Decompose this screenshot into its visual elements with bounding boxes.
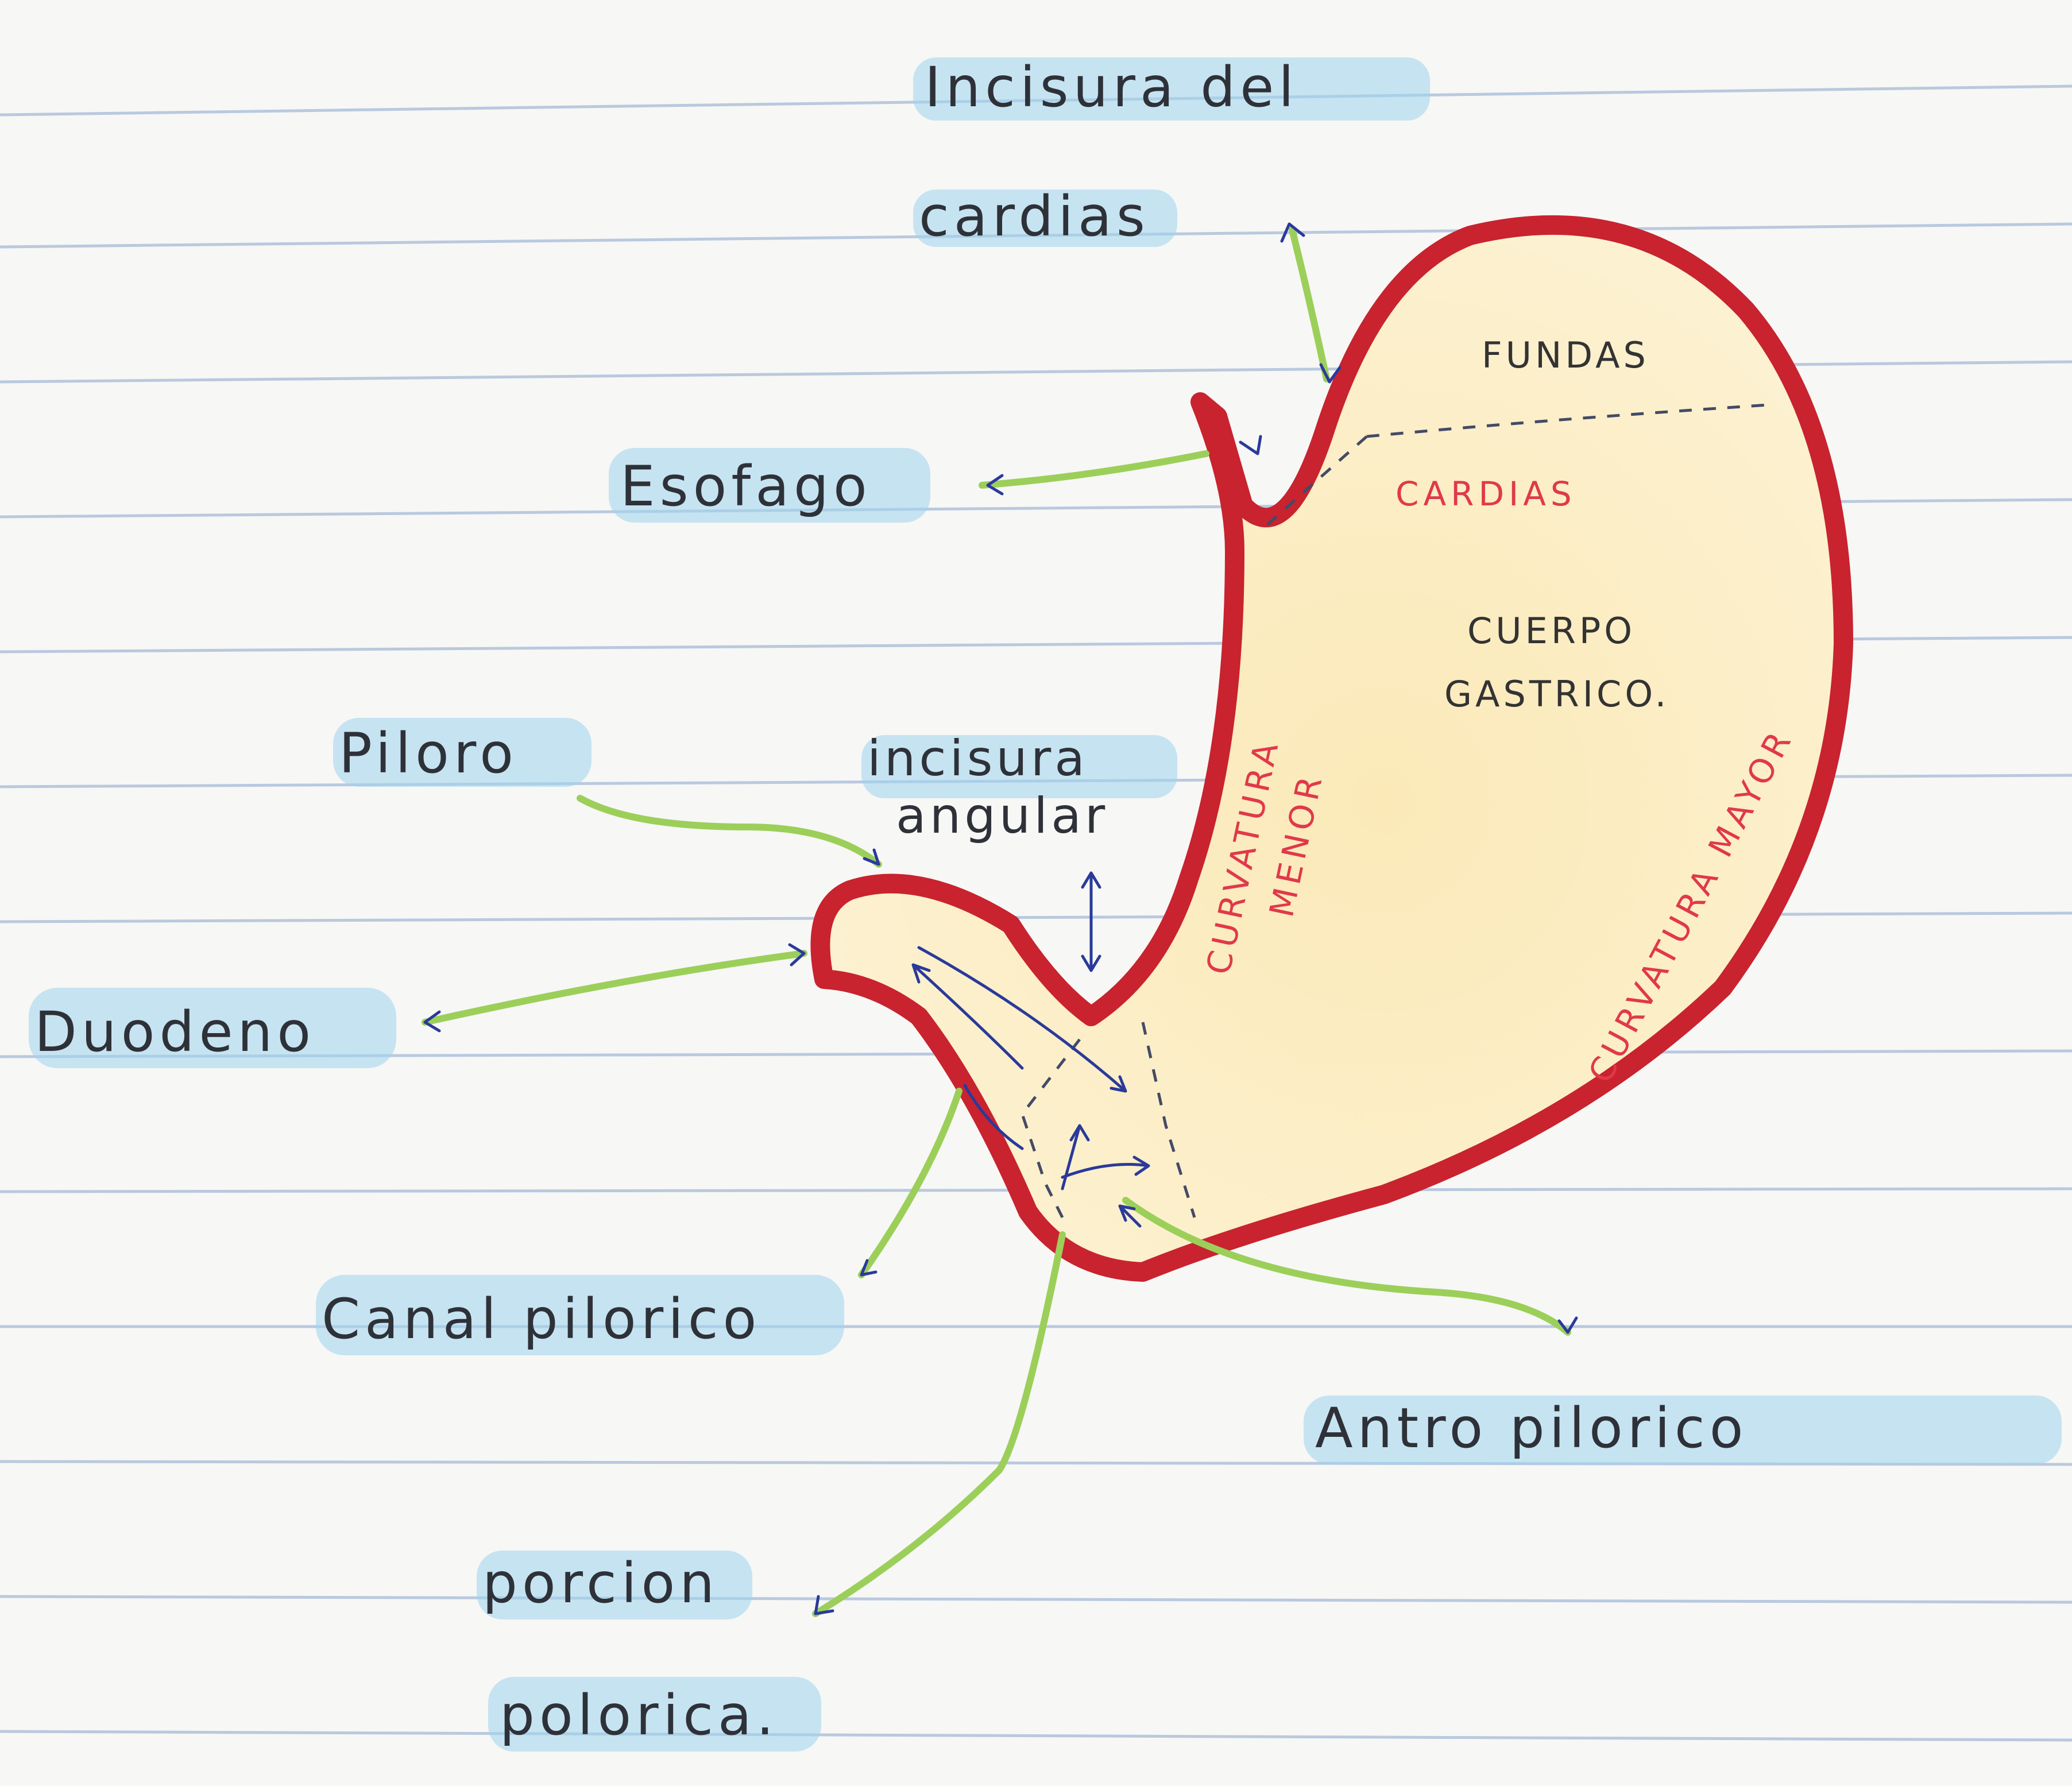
label-incisura-cardias-1: Incisura del	[925, 55, 1298, 119]
label-incisura-angular-2: angular	[896, 787, 1108, 845]
region-cuerpo-gastrico-1: CUERPO	[1467, 610, 1636, 652]
label-canal-pilorico: Canal pilorico	[322, 1287, 761, 1351]
region-cuerpo-gastrico-2: GASTRICO.	[1444, 673, 1669, 715]
region-cardias: CARDIAS	[1395, 474, 1576, 513]
label-porcion-pilorica-2: polorica.	[500, 1683, 778, 1748]
label-antro-pilorico: Antro pilorico	[1315, 1396, 1748, 1460]
label-esofago: Esofago	[620, 454, 872, 519]
label-incisura-angular-1: incisura	[867, 730, 1088, 787]
label-incisura-cardias-2: cardias	[919, 184, 1150, 249]
label-duodeno: Duodeno	[34, 1000, 315, 1064]
label-porcion-pilorica-1: porcion	[482, 1551, 719, 1615]
region-fundas: FUNDAS	[1482, 334, 1649, 376]
label-piloro: Piloro	[339, 721, 518, 786]
